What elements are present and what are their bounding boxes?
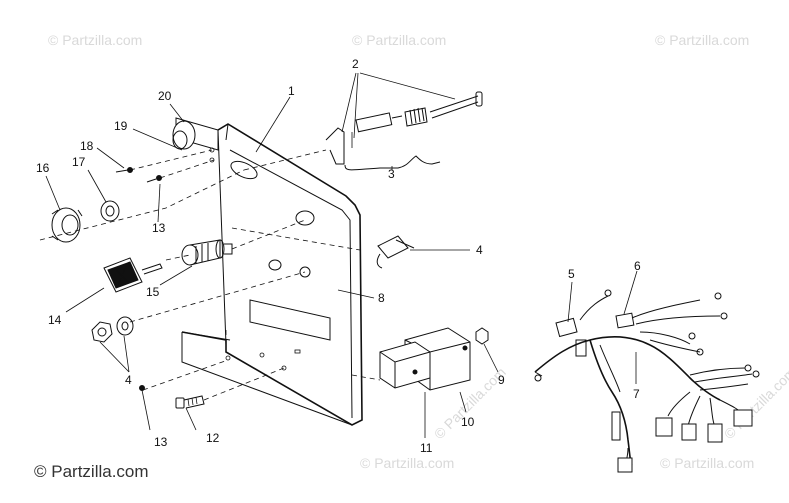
- item-16-nut: [51, 207, 83, 243]
- watermark: © Partzilla.com: [655, 32, 749, 48]
- callout-17: 17: [72, 155, 86, 169]
- item-9-nut: [475, 327, 489, 345]
- callout-1: 1: [288, 84, 295, 98]
- mount-blocks: [379, 327, 471, 391]
- dash-panel: [181, 123, 363, 426]
- watermark: © Partzilla.com: [48, 32, 142, 48]
- callout-19: 19: [114, 119, 128, 133]
- leader-lines: [39, 72, 638, 438]
- watermark: © Partzilla.com: [352, 32, 446, 48]
- item-14-key: [103, 257, 163, 293]
- callout-labels: 1 2 3 4 4 5 6 7 8 9 10 11 12 13 13 14 15…: [36, 57, 641, 455]
- item-15-key-switch: [181, 239, 233, 266]
- callout-10: 10: [461, 415, 475, 429]
- callout-13: 13: [152, 221, 166, 235]
- item-17-washer: [100, 200, 120, 222]
- watermark: © Partzilla.com: [660, 455, 754, 471]
- wiring-harness: [534, 289, 760, 473]
- switch-assembly: [325, 91, 483, 171]
- watermark: © Partzilla.com: [360, 455, 454, 471]
- item-12-bolt: [139, 385, 205, 409]
- toggle-switch: [376, 235, 415, 269]
- callout-13: 13: [154, 435, 168, 449]
- callout-8: 8: [378, 291, 385, 305]
- callout-11: 11: [420, 441, 433, 455]
- callout-5: 5: [568, 267, 575, 281]
- callout-20: 20: [158, 89, 172, 103]
- callout-15: 15: [146, 285, 160, 299]
- callout-6: 6: [634, 259, 641, 273]
- watermark: © Partzilla.com: [721, 364, 789, 442]
- callout-3: 3: [388, 167, 395, 181]
- item-4-lower-nut: [91, 316, 134, 343]
- small-screws: [115, 167, 162, 183]
- footer-copyright: © Partzilla.com: [34, 462, 149, 481]
- callout-18: 18: [80, 139, 94, 153]
- callout-4: 4: [125, 373, 132, 387]
- callout-12: 12: [206, 431, 220, 445]
- item-20-bracket: [172, 117, 219, 151]
- callout-16: 16: [36, 161, 50, 175]
- callout-4: 4: [476, 243, 483, 257]
- callout-2: 2: [352, 57, 359, 71]
- callout-14: 14: [48, 313, 62, 327]
- callout-9: 9: [498, 373, 505, 387]
- callout-7: 7: [633, 387, 640, 401]
